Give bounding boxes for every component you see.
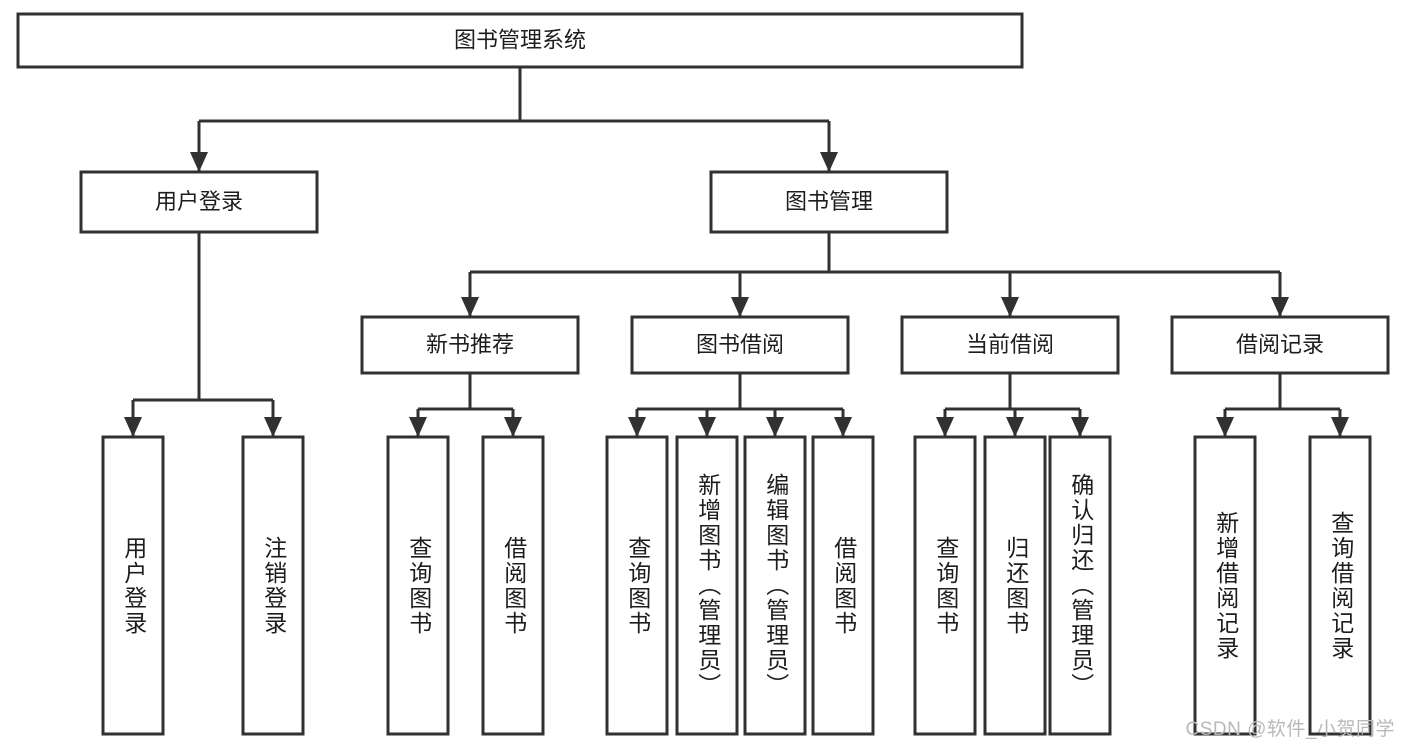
arrow-head-icon-leaf-borrow-book-2: [834, 417, 852, 437]
connector-layer: [124, 67, 1349, 437]
arrow-head-icon-new-book-rec: [461, 297, 479, 317]
node-box-leaf-add-record[interactable]: [1193, 435, 1257, 736]
node-box-leaf-query-book-1[interactable]: [386, 435, 450, 736]
arrow-head-icon-leaf-logout: [264, 417, 282, 437]
arrow-head-icon-user-login: [190, 152, 208, 172]
watermark-text: CSDN @软件_小贺同学: [1185, 719, 1395, 740]
arrow-head-icon-leaf-query-book-2: [628, 417, 646, 437]
node-box-leaf-query-record[interactable]: [1308, 435, 1372, 736]
node-box-current-borrow[interactable]: [900, 315, 1120, 375]
node-box-root[interactable]: [16, 12, 1024, 69]
node-box-leaf-query-book-2[interactable]: [605, 435, 669, 736]
node-label-book-borrow: 图书借阅: [696, 332, 784, 357]
node-label-borrow-record: 借阅记录: [1236, 332, 1324, 357]
node-label-user-login: 用户登录: [155, 189, 243, 214]
node-box-leaf-borrow-book-1[interactable]: [481, 435, 545, 736]
arrow-head-icon-leaf-query-book-3: [936, 417, 954, 437]
arrow-head-icon-leaf-edit-book: [766, 417, 784, 437]
node-box-user-login[interactable]: [79, 170, 319, 234]
node-label-new-book-rec: 新书推荐: [426, 332, 514, 357]
arrow-head-icon-borrow-record: [1271, 297, 1289, 317]
node-box-leaf-query-book-3[interactable]: [913, 435, 977, 736]
node-box-borrow-record[interactable]: [1170, 315, 1390, 375]
arrow-head-icon-leaf-query-book-1: [409, 417, 427, 437]
node-box-leaf-borrow-book-2[interactable]: [811, 435, 875, 736]
node-label-book-manage: 图书管理: [785, 189, 873, 214]
node-box-leaf-return-book[interactable]: [983, 435, 1047, 736]
node-box-book-borrow[interactable]: [630, 315, 850, 375]
node-box-leaf-confirm-return[interactable]: [1048, 435, 1112, 736]
arrow-head-icon-leaf-query-record: [1331, 417, 1349, 437]
arrow-head-icon-leaf-return-book: [1006, 417, 1024, 437]
node-label-root: 图书管理系统: [454, 27, 586, 52]
node-box-leaf-user-login[interactable]: [101, 435, 165, 736]
node-box-leaf-add-book[interactable]: [675, 435, 739, 736]
node-box-new-book-rec[interactable]: [360, 315, 580, 375]
arrow-head-icon-book-borrow: [731, 297, 749, 317]
arrow-head-icon-leaf-add-book: [698, 417, 716, 437]
node-box-book-manage[interactable]: [709, 170, 949, 234]
arrow-head-icon-book-manage: [820, 152, 838, 172]
arrow-head-icon-leaf-confirm-return: [1071, 417, 1089, 437]
node-box-leaf-edit-book[interactable]: [743, 435, 807, 736]
arrow-head-icon-leaf-borrow-book-1: [504, 417, 522, 437]
node-label-current-borrow: 当前借阅: [966, 332, 1054, 357]
arrow-head-icon-current-borrow: [1001, 297, 1019, 317]
arrow-head-icon-leaf-user-login: [124, 417, 142, 437]
node-box-leaf-logout[interactable]: [241, 435, 305, 736]
arrow-head-icon-leaf-add-record: [1216, 417, 1234, 437]
